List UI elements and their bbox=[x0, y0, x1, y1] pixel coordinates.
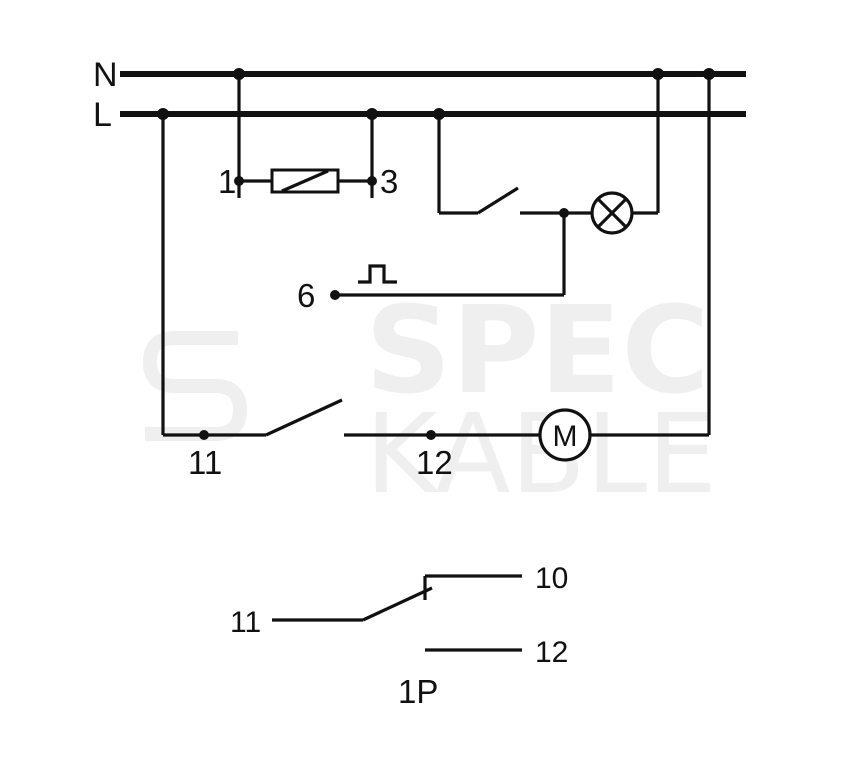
watermark-text-1: SPEC bbox=[365, 282, 709, 421]
terminal-label-12: 12 bbox=[416, 444, 453, 481]
legend-switch-contact bbox=[362, 586, 433, 622]
legend-label-11: 11 bbox=[230, 606, 261, 639]
legend-type-label: 1P bbox=[398, 673, 438, 710]
neutral-label: N bbox=[93, 56, 118, 94]
terminal-label-6: 6 bbox=[297, 277, 315, 314]
motor-switch-contact bbox=[265, 398, 343, 437]
watermark-text-2: KABLE bbox=[365, 390, 717, 518]
lamp-switch-contact bbox=[477, 186, 519, 215]
terminal-dot-1 bbox=[234, 176, 244, 186]
contact-legend bbox=[272, 574, 522, 652]
motor-branch bbox=[161, 74, 711, 462]
legend-label-10: 10 bbox=[535, 562, 568, 595]
watermark: SPEC KABLE bbox=[142, 282, 717, 518]
lamp-branch bbox=[330, 74, 660, 300]
pulse-icon bbox=[358, 264, 397, 284]
legend-label-12: 12 bbox=[535, 636, 568, 669]
terminal-dot-3 bbox=[367, 176, 377, 186]
coil-diagonal bbox=[281, 169, 329, 193]
watermark-logo bbox=[142, 331, 248, 441]
terminal-dot-11 bbox=[199, 430, 209, 440]
timer-coil-branch bbox=[234, 74, 377, 198]
live-label: L bbox=[93, 96, 112, 134]
terminal-label-3: 3 bbox=[380, 163, 398, 200]
motor-label: M bbox=[553, 420, 578, 453]
terminal-dot-12 bbox=[426, 430, 436, 440]
terminal-label-1: 1 bbox=[218, 163, 236, 200]
terminal-dot-6 bbox=[330, 290, 340, 300]
terminal-label-11: 11 bbox=[188, 444, 222, 481]
